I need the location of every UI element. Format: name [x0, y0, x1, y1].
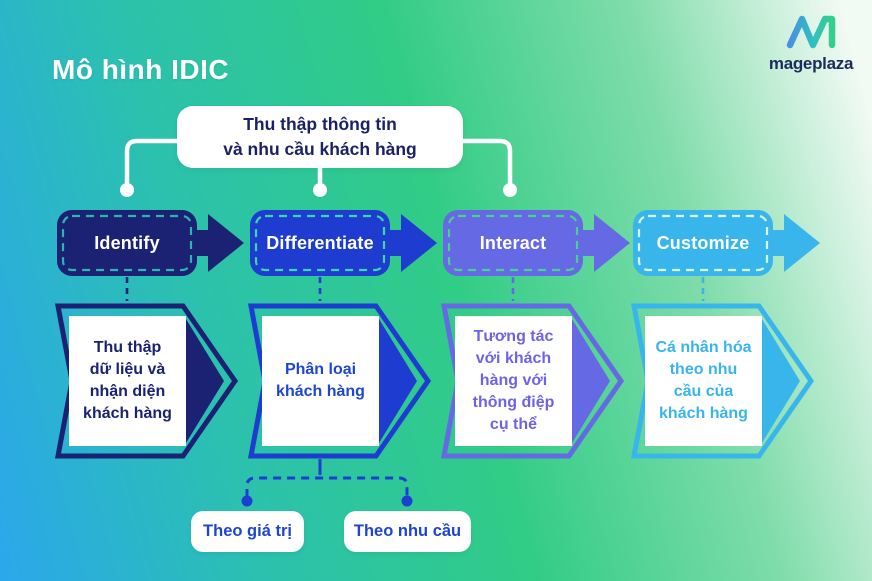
- detail-interact: Tương tác với khách hàng với thông điệp …: [438, 300, 628, 462]
- detail-customize: Cá nhân hóa theo nhu cầu của khách hàng: [628, 300, 818, 462]
- stage-identify-label: Identify: [94, 232, 160, 253]
- branch-box-value-label: Theo giá trị: [203, 522, 292, 540]
- arrow-right-icon: [582, 214, 630, 272]
- arrow-right-icon: [772, 214, 820, 272]
- brand-logo: mageplaza: [756, 12, 866, 74]
- detail-differentiate-text: Phân loại khách hàng: [276, 360, 365, 400]
- detail-identify: Thu thập dữ liệu và nhận diện khách hàng: [52, 300, 242, 462]
- detail-customize-text: Cá nhân hóa theo nhu cầu của khách hàng: [655, 338, 752, 423]
- pentagon-banner-icon: [54, 303, 239, 459]
- pentagon-banner-icon: [440, 303, 625, 459]
- stage-differentiate-label: Differentiate: [266, 232, 374, 253]
- stage-stubs: [125, 277, 705, 301]
- branch-box-need: Theo nhu cầu: [344, 511, 471, 552]
- stage-interact-label: Interact: [479, 232, 547, 253]
- pentagon-banner-icon: [630, 303, 815, 459]
- stage-interact: Interact: [443, 210, 583, 276]
- stage-differentiate: Differentiate: [250, 210, 390, 276]
- brand-name: mageplaza: [768, 54, 854, 73]
- branch-box-need-label: Theo nhu cầu: [353, 522, 462, 540]
- detail-interact-text: Tương tác với khách hàng với thông điệp …: [472, 327, 555, 434]
- arrow-right-icon: [389, 214, 437, 272]
- branch-box-value: Theo giá trị: [191, 511, 304, 552]
- top-connector-dots: [120, 183, 517, 197]
- arrow-right-icon: [196, 214, 244, 272]
- stage-customize-label: Customize: [656, 232, 750, 253]
- stage-customize: Customize: [633, 210, 773, 276]
- page-title: Mô hình IDIC: [52, 54, 230, 85]
- stage-identify: Identify: [57, 210, 197, 276]
- top-note-box: Thu thập thông tin và nhu cầu khách hàng: [177, 106, 463, 168]
- pentagon-banner-icon: [247, 303, 432, 459]
- mageplaza-m-icon: [786, 15, 836, 49]
- detail-differentiate: Phân loại khách hàng: [245, 300, 435, 462]
- detail-identify-text: Thu thập dữ liệu và nhận diện khách hàng: [83, 338, 172, 423]
- branch-connector: [241, 459, 413, 507]
- top-note-text: Thu thập thông tin và nhu cầu khách hàng: [223, 113, 417, 159]
